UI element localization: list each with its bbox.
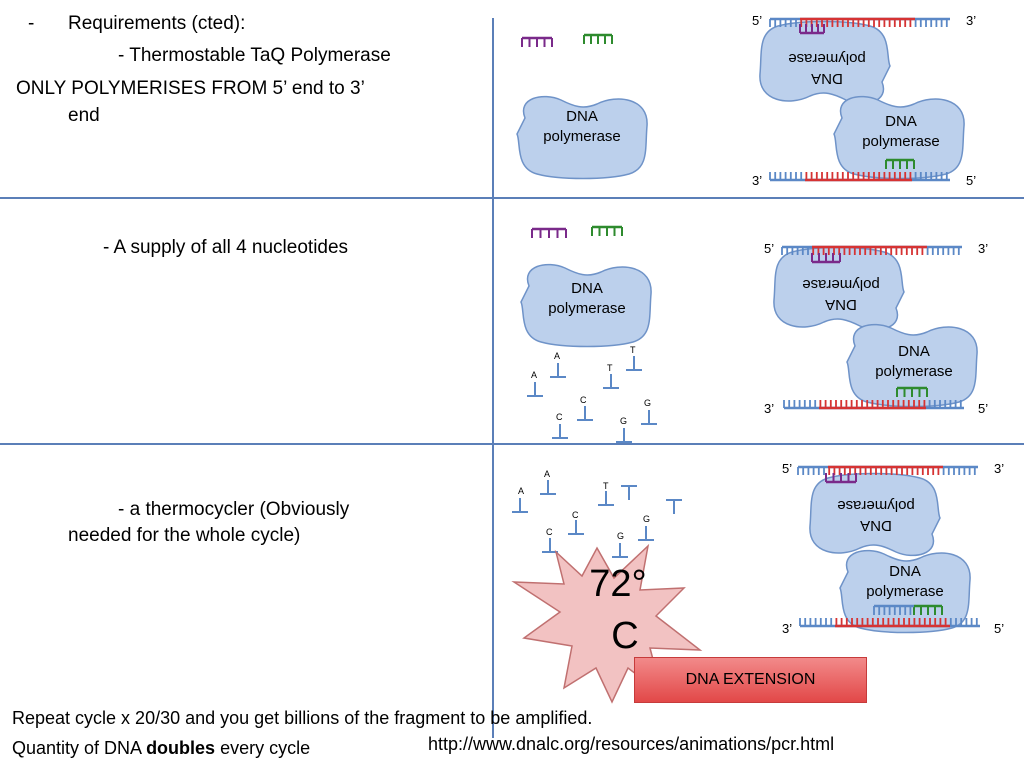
nucleotide-label: A: [518, 486, 525, 496]
enzyme-shape: [839, 549, 971, 634]
end-label-r2-top-left: 5’: [764, 241, 775, 256]
nucleotide-label: C: [556, 412, 563, 422]
nucleotide-r2: [626, 356, 642, 371]
primer-r3-top-bound: [825, 473, 857, 484]
free-primer-purple-r2: [531, 227, 567, 238]
nucleotide-r2: [527, 382, 543, 397]
end-label-r1-top-left: 5’: [752, 13, 763, 28]
nucleotide-label: T: [603, 481, 609, 491]
nucleotide-r3: [638, 526, 654, 541]
polymerise-direction-line2: end: [68, 105, 100, 126]
end-label-r2-bottom-right: 5’: [978, 401, 989, 416]
nucleotide-r3: [598, 491, 614, 506]
end-label-r3-bottom-right: 5’: [994, 621, 1005, 636]
nucleotide-r3: [540, 480, 556, 495]
nucleotide-label: C: [580, 395, 587, 405]
taq-polymerase-text: - Thermostable TaQ Polymerase: [118, 45, 391, 66]
nucleotide-r2: [603, 374, 619, 389]
nucleotide-r2: [552, 424, 568, 439]
enzyme-free-r2: [520, 263, 652, 348]
end-label-r1-top-right: 3’: [966, 13, 977, 28]
nucleotide-r2: [550, 363, 566, 378]
polymerise-direction-line1: ONLY POLYMERISES FROM 5’ end to 3’: [16, 78, 365, 99]
requirements-title: Requirements (cted):: [68, 13, 246, 34]
nucleotide-label: T: [630, 345, 636, 355]
free-primer-green-r1: [583, 33, 613, 44]
enzyme-shape: [809, 472, 941, 557]
nucleotide-label: A: [544, 469, 551, 479]
nucleotide-label: C: [572, 510, 579, 520]
strand-r1-top: [769, 17, 950, 27]
doubles-emphasis: doubles: [146, 738, 216, 758]
enzyme-shape: [773, 246, 905, 331]
strand-r3-top: [797, 465, 978, 475]
nucleotide-r3-moving: [666, 499, 682, 514]
end-label-r3-bottom-left: 3’: [782, 621, 793, 636]
quantity-text: Quantity of DNA doubles every cycle: [12, 738, 311, 758]
end-label-r1-bottom-left: 3’: [752, 173, 763, 188]
free-primer-green-r2: [591, 225, 623, 236]
primer-r2-bottom-bound: [896, 386, 928, 397]
nucleotides-text: - A supply of all 4 nucleotides: [103, 237, 349, 258]
end-label-r1-bottom-right: 5’: [966, 173, 977, 188]
strand-r1-bottom: [769, 172, 950, 182]
nucleotide-r2: [641, 410, 657, 425]
enzyme-r3-bottom: [839, 549, 971, 634]
nucleotide-r3: [512, 498, 528, 513]
nucleotide-label: G: [620, 416, 628, 426]
nucleotide-r2: [616, 428, 632, 443]
enzyme-r3-top: [809, 472, 941, 557]
thermocycler-line2: needed for the whole cycle): [68, 525, 301, 546]
extended-segment-r3: [873, 604, 914, 615]
source-url[interactable]: http://www.dnalc.org/resources/animation…: [428, 734, 835, 754]
requirements-dash: -: [28, 13, 35, 34]
primer-r3-bottom-bound: [913, 604, 943, 615]
nucleotide-label: A: [554, 351, 561, 361]
enzyme-free-r1: [516, 95, 648, 180]
primer-r1-top-bound: [799, 24, 825, 35]
free-primer-purple-r1: [521, 36, 553, 47]
temperature-line1: 72°: [589, 563, 647, 605]
enzyme-shape: [516, 95, 648, 180]
repeat-cycle-text: Repeat cycle x 20/30 and you get billion…: [12, 708, 593, 728]
primer-r2-top-bound: [811, 253, 841, 264]
nucleotide-label: A: [531, 370, 538, 380]
enzyme-r2-top: [773, 246, 905, 331]
temperature-line2: C: [611, 615, 639, 657]
nucleotide-r2: [577, 406, 593, 421]
dna-extension-label: DNA EXTENSION: [634, 657, 867, 703]
strand-r3-bottom: [799, 618, 980, 628]
end-label-r3-top-left: 5’: [782, 461, 793, 476]
nucleotide-r3: [542, 538, 558, 553]
end-label-r2-top-right: 3’: [978, 241, 989, 256]
nucleotide-r3: [612, 543, 628, 558]
nucleotide-r3-moving: [621, 485, 637, 500]
end-label-r2-bottom-left: 3’: [764, 401, 775, 416]
nucleotide-label: T: [607, 363, 613, 373]
nucleotide-label: G: [644, 398, 652, 408]
nucleotide-label: G: [617, 531, 625, 541]
end-label-r3-top-right: 3’: [994, 461, 1005, 476]
thermocycler-line1: - a thermocycler (Obviously: [118, 499, 350, 520]
primer-r1-bottom-bound: [885, 158, 915, 169]
nucleotide-label: G: [643, 514, 651, 524]
nucleotide-label: C: [546, 527, 553, 537]
nucleotide-r3: [568, 520, 584, 535]
strand-r2-bottom: [783, 400, 964, 410]
enzyme-shape: [520, 263, 652, 348]
